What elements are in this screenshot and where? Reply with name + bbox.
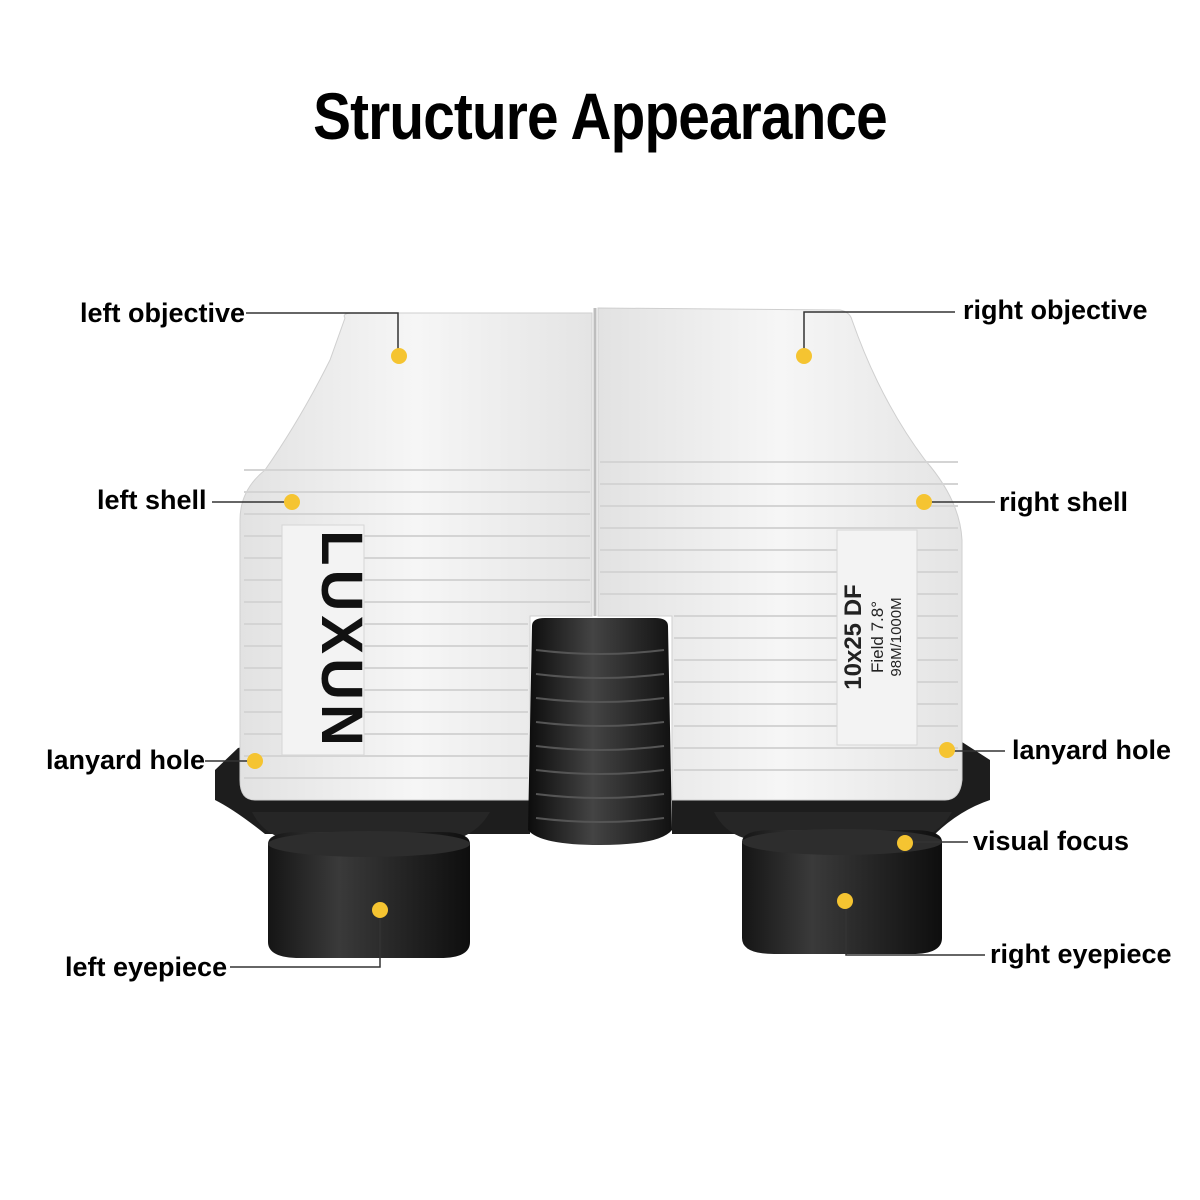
leader-left-eyepiece (230, 910, 381, 968)
label-left-objective: left objective (80, 298, 245, 328)
left-eyepiece (252, 812, 490, 958)
label-left-shell: left shell (97, 485, 207, 515)
right-eyepiece (714, 812, 952, 954)
marker-right-lanyard-hole (939, 742, 955, 758)
right-base-plate (672, 742, 990, 834)
marker-left-shell (284, 494, 300, 510)
label-right-eyepiece: right eyepiece (990, 939, 1172, 969)
spec-line-3: 98M/1000M (888, 597, 905, 676)
label-right-objective: right objective (963, 295, 1148, 325)
label-visual-focus: visual focus (973, 826, 1129, 856)
label-left-lanyard-hole: lanyard hole (46, 745, 205, 775)
left-brand-panel (281, 524, 365, 756)
brand-text: LUXUN (309, 530, 374, 750)
marker-right-eyepiece (837, 893, 853, 909)
marker-right-objective (796, 348, 812, 364)
page-title: Structure Appearance (313, 79, 888, 153)
center-hinge (528, 618, 672, 845)
marker-visual-focus (897, 835, 913, 851)
label-left-eyepiece: left eyepiece (65, 952, 227, 982)
marker-right-shell (916, 494, 932, 510)
leader-right-eyepiece (845, 902, 985, 956)
leader-right-objective (803, 311, 955, 352)
spec-line-1: 10x25 DF (840, 584, 867, 689)
label-right-shell: right shell (999, 487, 1128, 517)
spec-line-2: Field 7.8° (868, 601, 887, 673)
marker-left-lanyard-hole (247, 753, 263, 769)
left-base-plate (215, 742, 530, 834)
right-spec-panel (836, 529, 918, 746)
label-right-lanyard-hole: lanyard hole (1012, 735, 1171, 765)
marker-left-objective (391, 348, 407, 364)
leader-left-objective (246, 312, 399, 352)
marker-left-eyepiece (372, 902, 388, 918)
